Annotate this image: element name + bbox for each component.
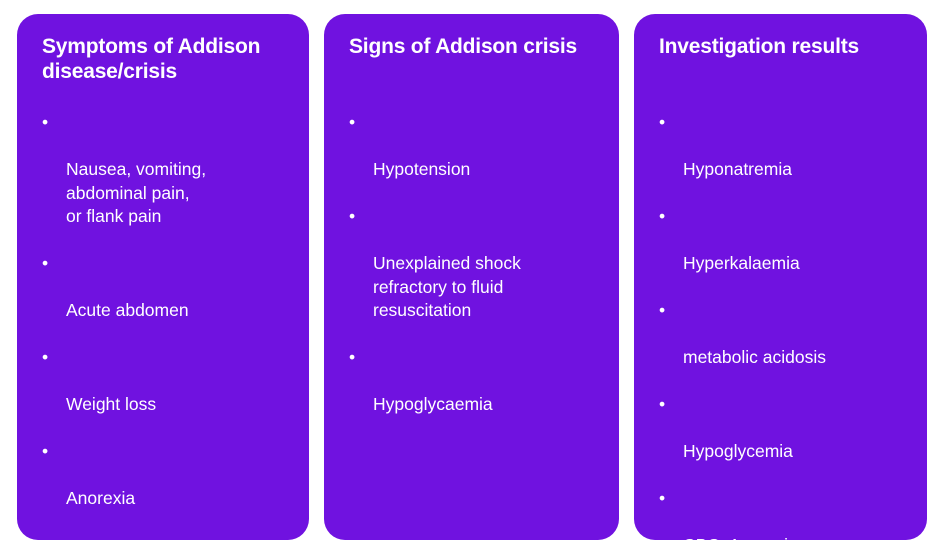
bullet-icon: • xyxy=(659,300,666,320)
card-signs-list: • Hypotension • Unexplained shock refrac… xyxy=(349,111,603,440)
list-item-text: Hyperkalaemia xyxy=(683,253,800,273)
card-investigations-list: • Hyponatremia • Hyperkalaemia • metabol… xyxy=(659,111,911,540)
bullet-icon: • xyxy=(349,206,356,226)
bullet-icon: • xyxy=(659,206,666,226)
list-item: • Hyponatremia xyxy=(659,111,911,205)
list-item: • metabolic acidosis xyxy=(659,299,911,393)
card-symptoms-list: • Nausea, vomiting, abdominal pain, or f… xyxy=(42,111,293,540)
bullet-icon: • xyxy=(42,441,49,461)
list-item: • Hypoglycaemia xyxy=(349,346,603,440)
list-item: • Hypotension xyxy=(349,111,603,205)
bullet-icon: • xyxy=(42,347,49,367)
bullet-icon: • xyxy=(42,112,49,132)
list-item-text: Acute abdomen xyxy=(66,300,189,320)
list-item-text: CBC: Anaemia (mild and nonspecific), lym… xyxy=(683,534,911,540)
list-item: • Hyperkalaemia xyxy=(659,205,911,299)
list-item: • Acute abdomen xyxy=(42,252,293,346)
card-symptoms: Symptoms of Addison disease/crisis • Nau… xyxy=(17,14,309,540)
list-item-text: Hypoglycemia xyxy=(683,441,793,461)
list-item: • Hypoglycemia xyxy=(659,393,911,487)
list-item-text: Unexplained shock refractory to fluid re… xyxy=(373,253,521,320)
bullet-icon: • xyxy=(42,534,58,540)
list-item: • Nausea, vomiting, abdominal pain, or f… xyxy=(42,111,293,252)
list-item-text: Anorexia xyxy=(66,488,136,508)
card-signs: Signs of Addison crisis • Hypotension • … xyxy=(324,14,619,540)
bullet-icon: • xyxy=(349,112,356,132)
bullet-icon: • xyxy=(42,253,49,273)
bullet-icon: • xyxy=(659,488,666,508)
list-item-text: Hyponatremia xyxy=(683,159,792,179)
card-investigations: Investigation results • Hyponatremia • H… xyxy=(634,14,927,540)
list-item-text: Hypoglycaemia xyxy=(373,394,493,414)
list-item-text: Weight loss xyxy=(66,394,157,414)
list-item: • Hyperpigmentation or vitiligo xyxy=(42,534,293,540)
list-item: • Weight loss xyxy=(42,346,293,440)
list-item: • CBC: Anaemia (mild and nonspecific), l… xyxy=(659,487,911,540)
card-symptoms-title: Symptoms of Addison disease/crisis xyxy=(42,35,261,83)
list-item-text: metabolic acidosis xyxy=(683,347,826,367)
card-signs-title: Signs of Addison crisis xyxy=(349,35,577,58)
bullet-icon: • xyxy=(659,112,666,132)
list-item: • Anorexia xyxy=(42,440,293,534)
list-item: • Unexplained shock refractory to fluid … xyxy=(349,205,603,346)
list-item-text: Hypotension xyxy=(373,159,471,179)
bullet-icon: • xyxy=(349,347,356,367)
bullet-icon: • xyxy=(659,394,666,414)
list-item-text: Nausea, vomiting, abdominal pain, or fla… xyxy=(66,159,207,226)
card-investigations-title: Investigation results xyxy=(659,35,860,58)
